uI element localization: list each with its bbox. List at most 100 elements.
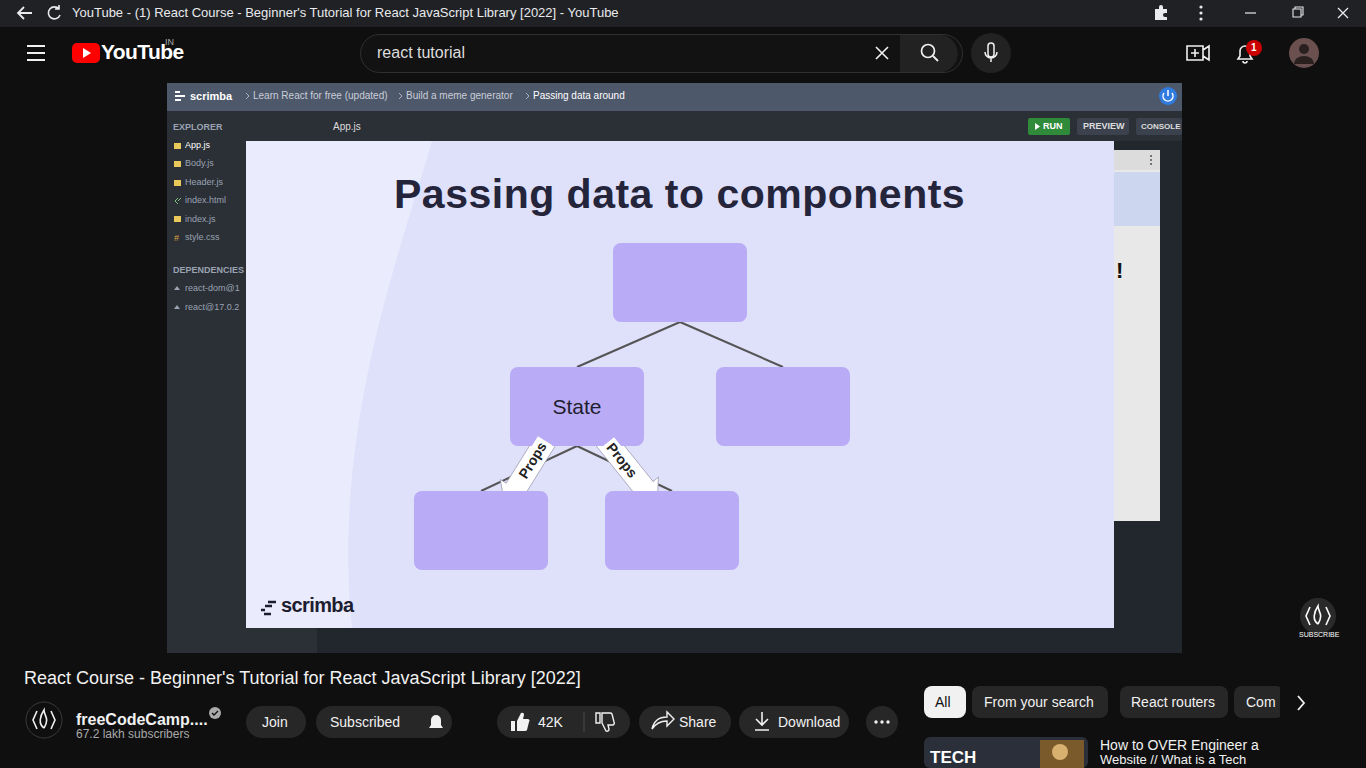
video-title: React Course - Beginner's Tutorial for R… [24, 668, 581, 689]
pill-divider [584, 712, 585, 732]
slide-title: Passing data to components [394, 170, 965, 219]
file-icons [174, 143, 181, 222]
close-icon [1338, 8, 1348, 18]
share-button [639, 706, 731, 738]
download-icon [755, 712, 769, 730]
brand-name: scrimba [190, 90, 232, 103]
file-name: index.js [185, 214, 216, 224]
component-box [613, 243, 747, 322]
button-label: 42K [538, 714, 563, 730]
filter-chip [972, 686, 1108, 718]
editor-tab: App.js [333, 121, 361, 133]
dependency-name: react-dom@1 [185, 283, 240, 293]
video-thumbnail [924, 737, 1088, 768]
site-header [0, 27, 1366, 83]
preview-toolbar [1114, 150, 1160, 170]
notification-count: 1 [1251, 42, 1257, 54]
file-name: Body.js [185, 158, 214, 168]
watermark-label: SUBSCRIBE [1299, 631, 1339, 639]
chip-fade [1280, 686, 1326, 718]
like-pill [497, 706, 630, 738]
button-label: Share [679, 714, 716, 730]
filter-chip-label: Com [1246, 694, 1276, 710]
html-file-icon [175, 198, 181, 204]
section-heading: EXPLORER [173, 122, 223, 132]
notification-badge [1246, 40, 1262, 56]
slide-logo: scrimba [281, 594, 354, 617]
more-button [866, 706, 898, 738]
connector-line [577, 322, 680, 367]
package-icon [174, 286, 180, 309]
logo-mark [72, 43, 100, 63]
subscriber-count: 67.2 lakh subscribers [76, 728, 189, 742]
logo-play [83, 48, 91, 58]
section-heading: DEPENDENCIES [173, 265, 244, 275]
filter-chip [924, 686, 966, 718]
thumbnail-art [1052, 744, 1068, 760]
reload-icon [48, 5, 60, 19]
channel-logo [33, 710, 55, 729]
share-icon [652, 712, 674, 729]
button-label: Subscribed [330, 714, 400, 730]
breadcrumb: Passing data around [533, 90, 625, 102]
file-name: style.css [185, 232, 220, 242]
watermark-logo [1306, 606, 1330, 625]
suggestion-title: Website // What is a Tech [1100, 753, 1246, 768]
minimize-icon [1245, 12, 1256, 13]
search-button [900, 35, 958, 72]
menu-icon [1199, 5, 1202, 20]
css-file-icon: # [174, 233, 179, 243]
button-label: PREVIEW [1083, 121, 1125, 131]
file-name: index.html [185, 195, 226, 205]
heading-fragment: ! [1116, 258, 1123, 283]
preview-button [1077, 118, 1129, 135]
preview-panel [1114, 150, 1160, 521]
component-box [605, 491, 739, 570]
button-label: CONSOLE [1141, 122, 1181, 131]
channel-avatar [26, 702, 62, 738]
component-box: State [510, 367, 644, 446]
mic-icon [985, 43, 997, 62]
connector [680, 322, 783, 367]
slide-logo-mark [261, 602, 276, 614]
browser-titlebar [0, 0, 1366, 27]
tab-title: YouTube - (1) React Course - Beginner's … [72, 6, 619, 21]
channel-name: freeCodeCamp.... [76, 711, 208, 729]
console-button [1136, 118, 1182, 135]
avatar-figure [1294, 56, 1314, 64]
join-button [246, 706, 306, 738]
region-code: IN [165, 37, 174, 47]
more-icon [874, 720, 889, 723]
clear-icon [876, 47, 888, 59]
connector [577, 322, 680, 367]
avatar-figure [1299, 44, 1309, 54]
preview-menu-icon [1150, 155, 1152, 165]
power-button [1159, 87, 1177, 105]
search-query: react tutorial [377, 44, 465, 62]
restore-icon [1293, 7, 1303, 17]
preview-header [1114, 172, 1160, 226]
hamburger-icon [27, 46, 45, 60]
avatar [1289, 38, 1319, 68]
power-icon [1163, 90, 1173, 101]
like-icon [511, 713, 529, 731]
edge-label: Props [514, 437, 552, 485]
filter-chip [1120, 686, 1228, 718]
play-icon [1035, 123, 1040, 130]
filter-chip-label: All [935, 694, 951, 710]
breadcrumb: Build a meme generator [406, 90, 513, 102]
connector-line [680, 322, 783, 367]
breadcrumb: Learn React for free (updated) [253, 90, 388, 102]
button-label: RUN [1043, 121, 1063, 131]
download-button [739, 706, 849, 738]
dependency-name: react@17.0.2 [185, 302, 239, 312]
filter-chip-label: React routers [1131, 694, 1215, 710]
dislike-icon [596, 713, 614, 731]
search-icon-handle [933, 56, 938, 61]
video-frame [167, 83, 1182, 653]
file-name: Header.js [185, 177, 223, 187]
